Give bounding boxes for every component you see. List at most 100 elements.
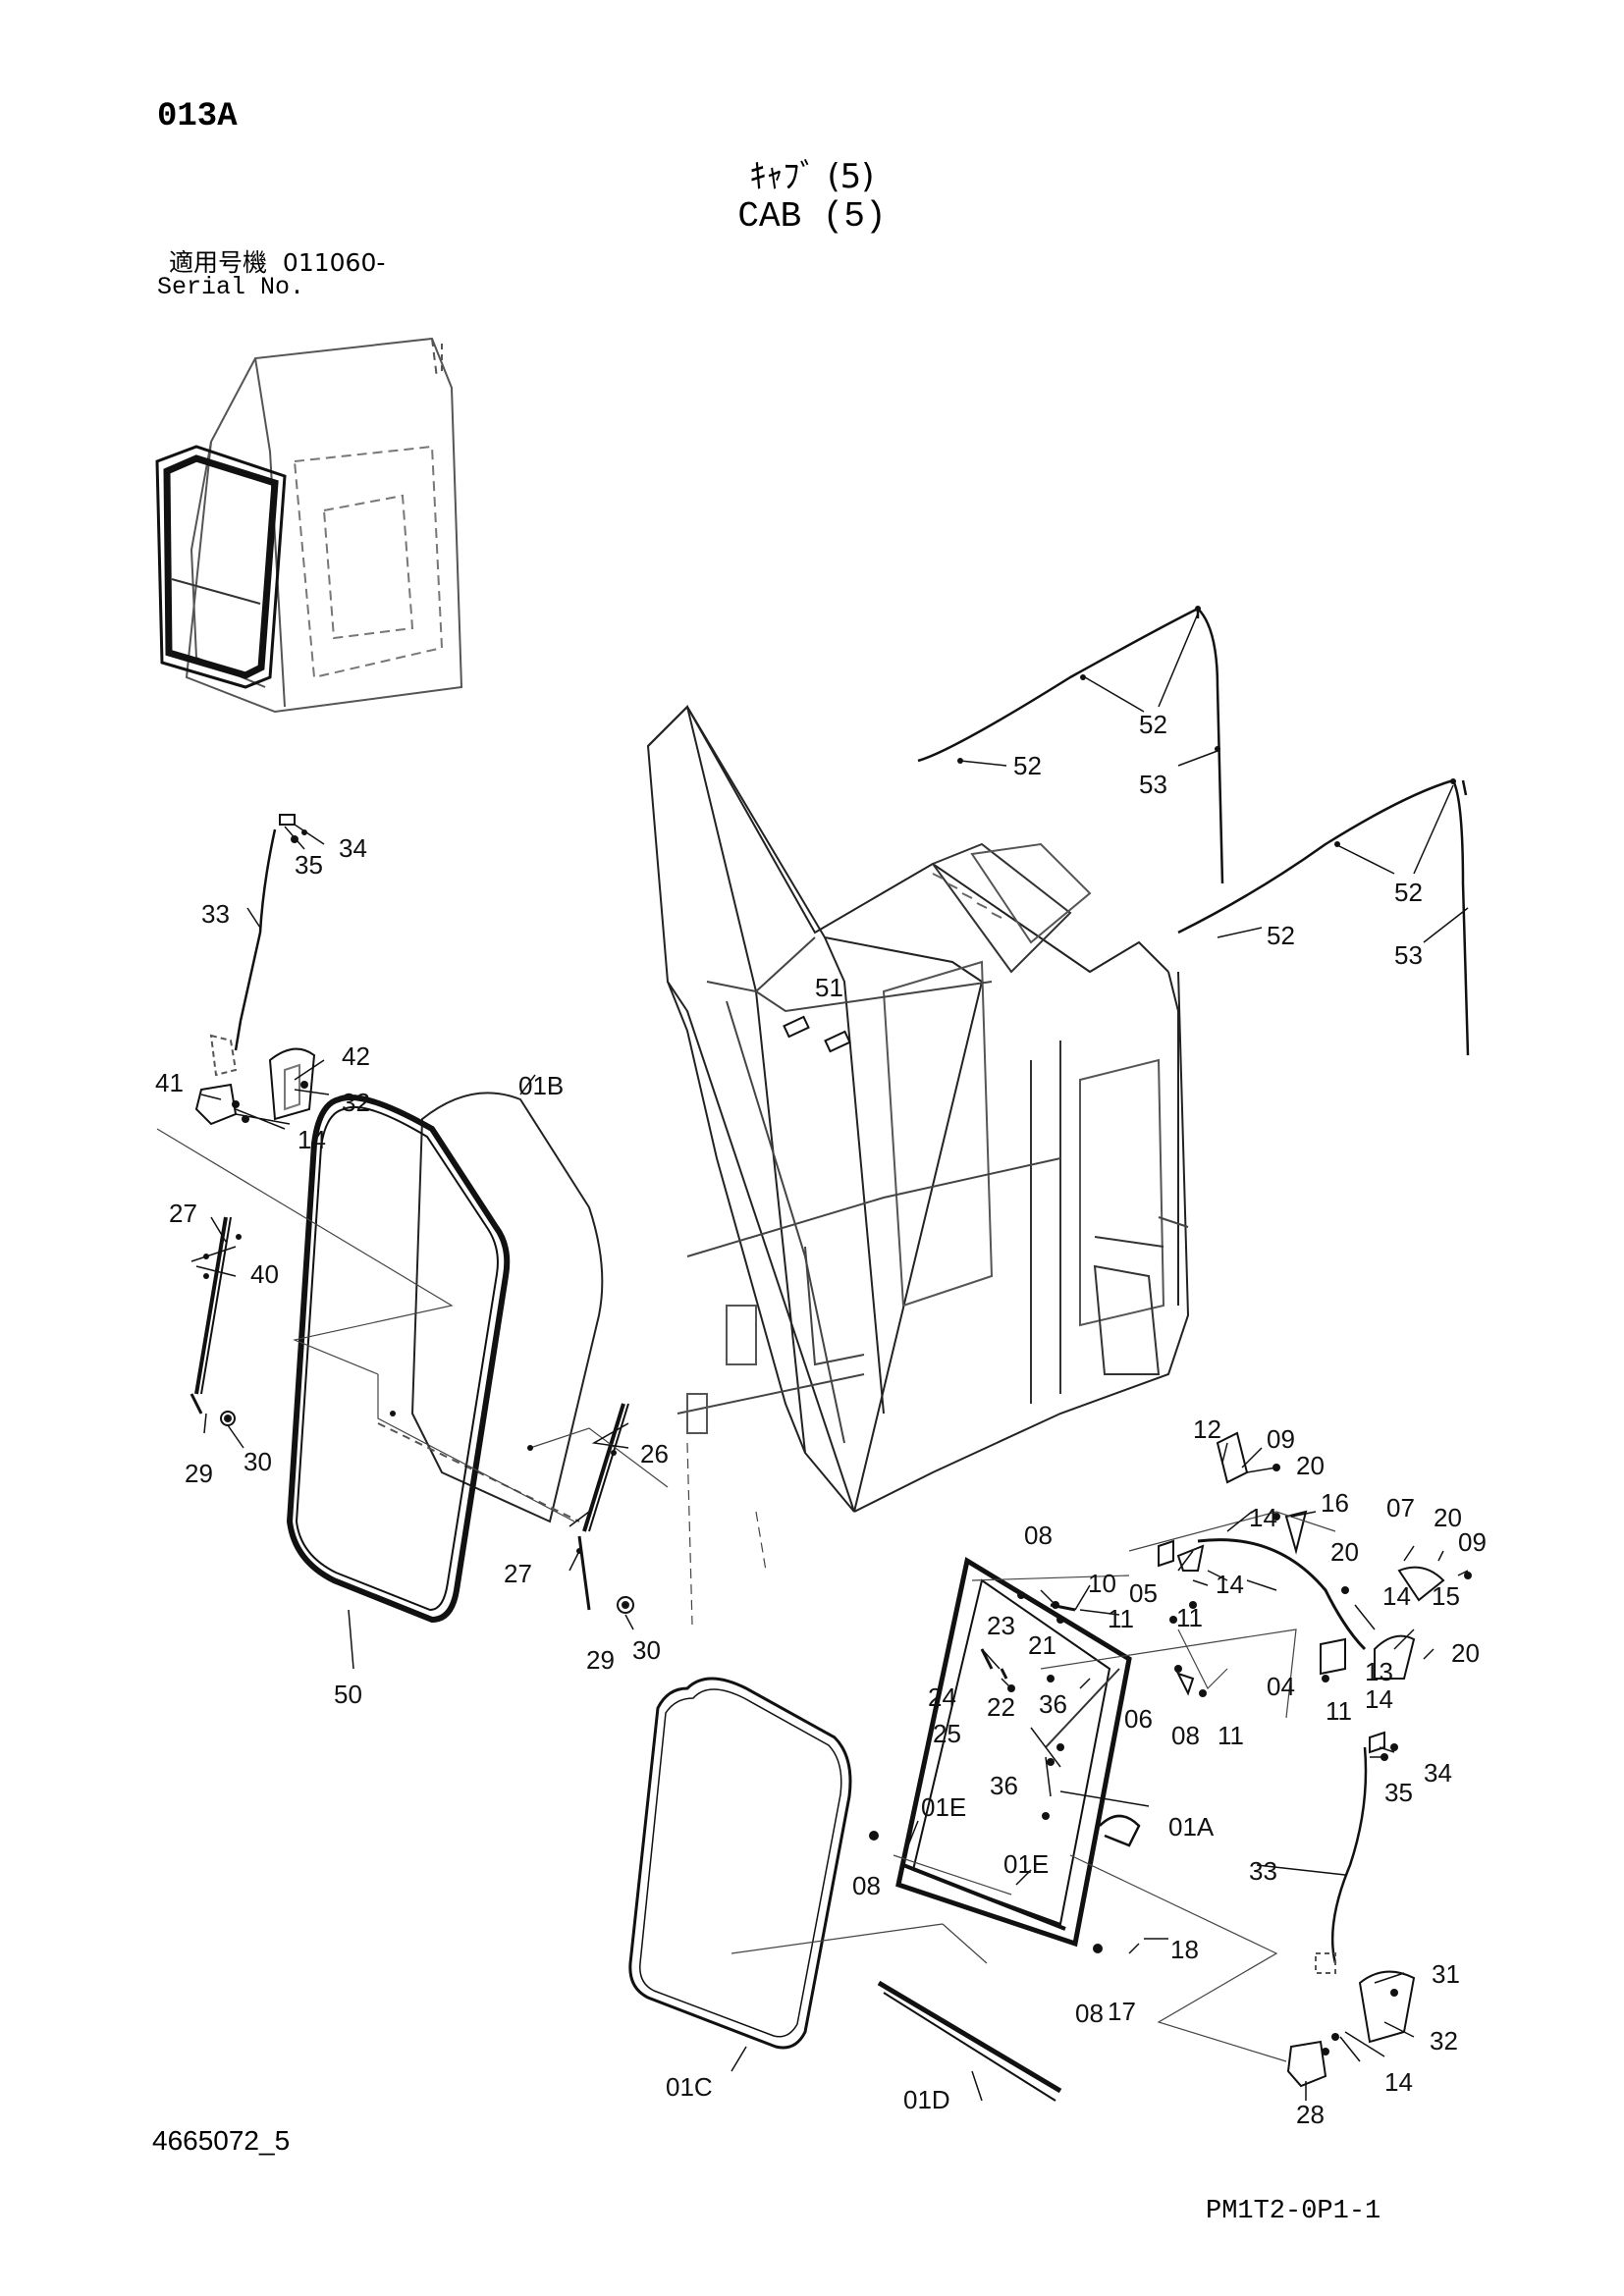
callout-30: 30 (632, 1635, 661, 1665)
callout-14: 14 (1249, 1503, 1277, 1532)
page-title-en: CAB (5) (737, 196, 887, 237)
strip-01D (877, 1980, 1062, 2102)
callout-26: 26 (640, 1439, 669, 1468)
callout-34: 34 (1424, 1758, 1452, 1788)
callout-50: 50 (334, 1680, 362, 1709)
callout-32: 32 (1430, 2026, 1458, 2056)
callout-31: 31 (1432, 1959, 1460, 1989)
page-title-jp: ｷｬﾌﾞ (5) (749, 157, 875, 196)
callout-09: 09 (1267, 1424, 1295, 1454)
callout-24: 24 (928, 1682, 956, 1712)
callout-35: 35 (295, 850, 323, 880)
door-frame-01A (895, 1557, 1132, 1948)
callout-35: 35 (1384, 1778, 1413, 1807)
callout-01A: 01A (1168, 1812, 1215, 1842)
document-number: 4665072_5 (152, 2125, 291, 2156)
callout-23: 23 (987, 1611, 1015, 1640)
callout-53: 53 (1139, 770, 1167, 799)
page-reference: PM1T2-0P1-1 (1206, 2197, 1381, 2226)
callout-06: 06 (1124, 1704, 1153, 1734)
callout-41: 41 (155, 1068, 184, 1097)
left-wiper (189, 1216, 236, 1426)
callout-07: 07 (1386, 1493, 1415, 1522)
callout-09: 09 (1458, 1527, 1487, 1557)
callout-08: 08 (1171, 1721, 1200, 1750)
callout-36: 36 (990, 1771, 1018, 1800)
callout-27: 27 (504, 1559, 532, 1588)
serial-label-en: Serial No. (157, 273, 305, 301)
callout-52: 52 (1394, 878, 1423, 907)
callout-27: 27 (169, 1199, 197, 1228)
serial-label-jp: 適用号機 011060- (169, 243, 385, 279)
right-wiper (577, 1403, 634, 1614)
callout-36: 36 (1039, 1689, 1067, 1719)
callout-12: 12 (1193, 1415, 1221, 1444)
callout-01B: 01B (518, 1071, 564, 1100)
callout-17: 17 (1108, 1997, 1136, 2026)
seal-50 (286, 1095, 511, 1624)
callout-34: 34 (339, 833, 367, 863)
callout-20: 20 (1296, 1451, 1325, 1480)
callout-08: 08 (1075, 1999, 1104, 2028)
callout-labels: 52 52 53 52 52 53 34 35 33 51 42 41 32 1… (155, 710, 1487, 2129)
callout-11: 11 (1176, 1603, 1203, 1632)
callout-14: 14 (298, 1125, 326, 1154)
callout-51: 51 (815, 973, 843, 1002)
callout-29: 29 (185, 1459, 213, 1488)
callout-16: 16 (1321, 1488, 1349, 1518)
callout-33: 33 (1249, 1856, 1277, 1886)
callout-20: 20 (1330, 1537, 1359, 1567)
callout-14: 14 (1365, 1684, 1393, 1714)
callout-40: 40 (250, 1259, 279, 1289)
callout-08: 08 (852, 1871, 881, 1900)
callout-25: 25 (933, 1719, 961, 1748)
callout-32: 32 (342, 1088, 370, 1117)
callout-42: 42 (342, 1041, 370, 1071)
callout-11: 11 (1218, 1721, 1244, 1750)
callout-15: 15 (1432, 1581, 1460, 1611)
callout-05: 05 (1129, 1578, 1158, 1608)
glass-01B (377, 1092, 604, 1523)
callout-33: 33 (201, 899, 230, 929)
right-mirror-assembly (1286, 1731, 1416, 2088)
callout-29: 29 (586, 1645, 615, 1675)
serial-number-value: 011060- (282, 248, 386, 277)
callout-14: 14 (1216, 1570, 1244, 1599)
callout-53: 53 (1394, 940, 1423, 970)
callout-18: 18 (1170, 1935, 1199, 1964)
callout-01E: 01E (1003, 1849, 1049, 1879)
callout-52: 52 (1139, 710, 1167, 739)
callout-04: 04 (1267, 1672, 1295, 1701)
callout-21: 21 (1028, 1630, 1056, 1660)
glass-01C (628, 1677, 852, 2050)
explode-lines (156, 1128, 1336, 2062)
overview-cab-drawing (155, 337, 463, 714)
callout-20: 20 (1451, 1638, 1480, 1668)
fastener-dots (203, 606, 1472, 2056)
callout-10: 10 (1088, 1569, 1116, 1598)
callout-13: 13 (1365, 1657, 1393, 1686)
callout-52: 52 (1013, 751, 1042, 780)
callout-08: 08 (1024, 1521, 1053, 1550)
cable-set-upper (917, 607, 1470, 1056)
left-mirror-assembly (194, 814, 316, 1126)
callout-11: 11 (1108, 1604, 1134, 1633)
callout-52: 52 (1267, 921, 1295, 950)
callout-01E: 01E (921, 1792, 966, 1822)
door-rail-hardware (980, 1431, 1445, 1847)
callout-30: 30 (244, 1447, 272, 1476)
serial-label-jp-text: 適用号機 (169, 248, 268, 277)
leader-lines (190, 613, 1469, 2102)
callout-14: 14 (1384, 2067, 1413, 2097)
callout-01C: 01C (666, 2072, 713, 2102)
callout-11: 11 (1326, 1696, 1352, 1726)
page-code: 013A (157, 98, 238, 135)
callout-20: 20 (1434, 1503, 1462, 1532)
callout-22: 22 (987, 1692, 1015, 1722)
callout-14: 14 (1382, 1581, 1411, 1611)
roof-hinge-51 (783, 1015, 851, 1053)
main-cab-frame (646, 705, 1190, 1513)
callout-01D: 01D (903, 2085, 950, 2114)
callout-28: 28 (1296, 2100, 1325, 2129)
